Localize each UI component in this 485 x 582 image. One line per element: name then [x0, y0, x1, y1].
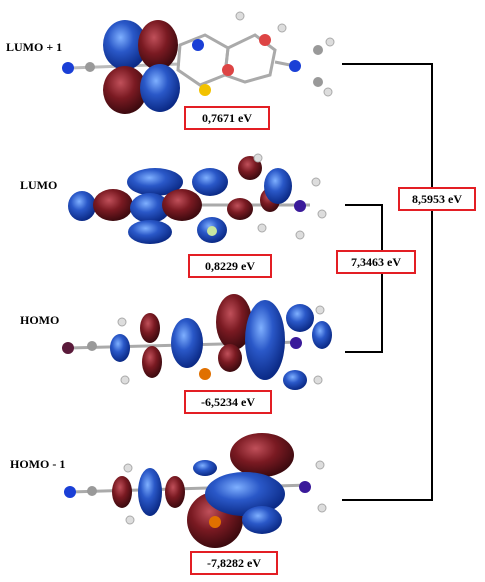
molecule-homo — [62, 294, 332, 390]
energy-box-lumo-plus-1: 0,7671 eV — [184, 106, 270, 130]
molecule-lumo — [68, 153, 327, 244]
level-label-homo-minus-1: HOMO - 1 — [10, 457, 66, 471]
energy-box-homo: -6,5234 eV — [184, 390, 272, 414]
gap-box-lumo-plus-1-homo-minus-1: 8,5953 eV — [398, 187, 476, 211]
connector-lumo-plus-1-to-homo-minus-1 — [342, 63, 433, 501]
level-label-homo: HOMO — [20, 313, 60, 327]
energy-box-homo-minus-1: -7,8282 eV — [190, 551, 278, 575]
level-label-lumo: LUMO — [20, 178, 58, 192]
level-label-lumo-plus-1: LUMO + 1 — [6, 40, 63, 54]
molecule-lumo-plus-1 — [62, 11, 335, 114]
connector-lumo-to-homo — [345, 204, 383, 353]
energy-box-lumo: 0,8229 eV — [188, 254, 272, 278]
gap-box-lumo-homo: 7,3463 eV — [336, 250, 416, 274]
molecule-homo-minus-1 — [64, 433, 327, 548]
